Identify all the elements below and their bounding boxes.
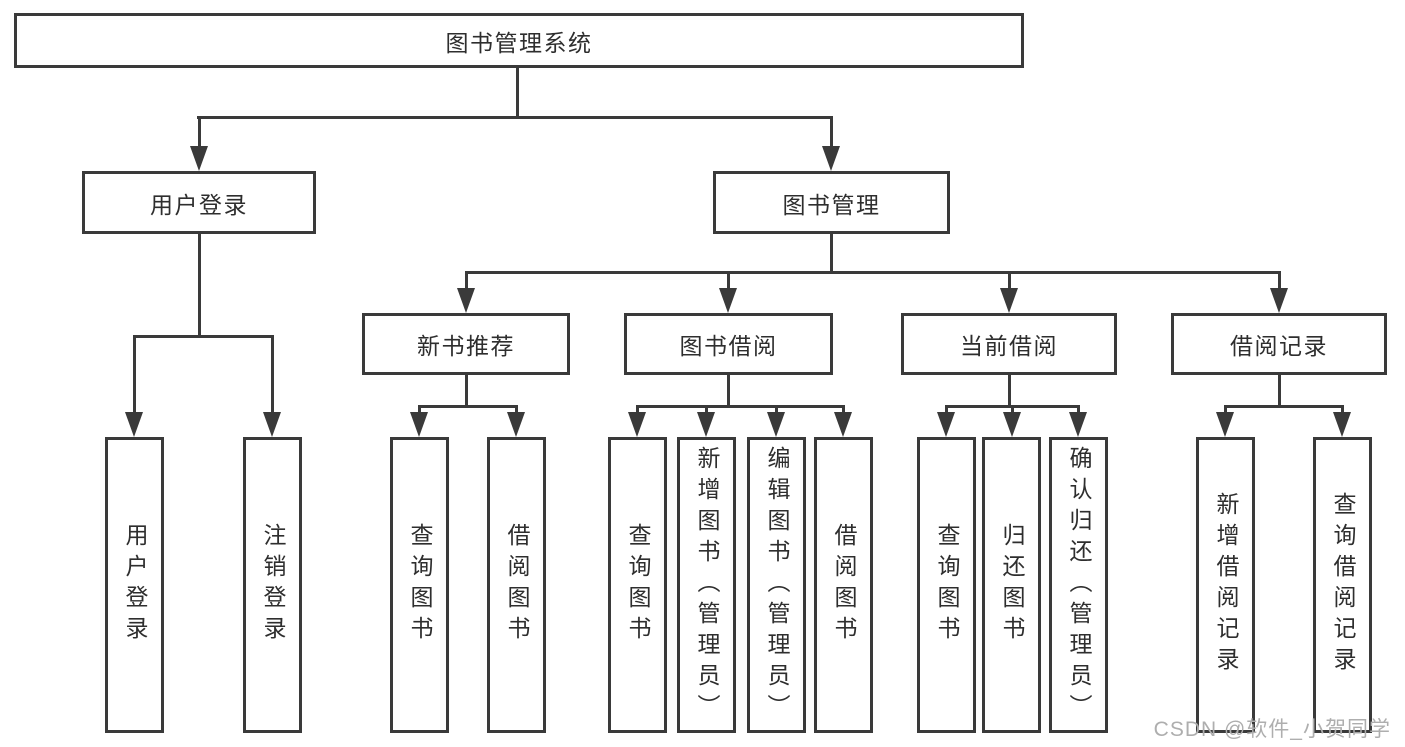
- connector-line: [418, 405, 518, 408]
- connector-line: [133, 335, 274, 338]
- connector-line: [1341, 405, 1344, 417]
- node-user-login-leaf: 用户登录: [105, 437, 164, 733]
- arrowhead-icon: [719, 288, 737, 313]
- csdn-watermark: CSDN @软件_小贺同学: [1153, 718, 1391, 741]
- arrowhead-icon: [1003, 412, 1021, 437]
- arrowhead-icon: [628, 412, 646, 437]
- node-borrow-records: 借阅记录: [1171, 313, 1387, 375]
- arrowhead-icon: [190, 146, 208, 171]
- arrowhead-icon: [697, 412, 715, 437]
- node-br-query-record: 查询借阅记录: [1313, 437, 1372, 733]
- node-new-book-recommend: 新书推荐: [362, 313, 570, 375]
- connector-line: [1278, 271, 1281, 293]
- connector-line: [636, 405, 845, 408]
- connector-line: [636, 405, 639, 417]
- connector-line: [271, 335, 274, 419]
- connector-line: [727, 375, 730, 408]
- arrowhead-icon: [1216, 412, 1234, 437]
- node-book-borrowing: 图书借阅: [624, 313, 833, 375]
- arrowhead-icon: [125, 412, 143, 437]
- connector-line: [465, 375, 468, 408]
- connector-line: [1011, 405, 1014, 417]
- node-logout: 注销登录: [243, 437, 302, 733]
- arrowhead-icon: [410, 412, 428, 437]
- connector-line: [1278, 375, 1281, 408]
- arrowhead-icon: [263, 412, 281, 437]
- node-nb-borrow-books: 借阅图书: [487, 437, 546, 733]
- connector-line: [775, 405, 778, 417]
- arrowhead-icon: [507, 412, 525, 437]
- node-root: 图书管理系统: [14, 13, 1024, 68]
- connector-line: [198, 116, 201, 154]
- connector-line: [1224, 405, 1344, 408]
- connector-line: [418, 405, 421, 417]
- arrowhead-icon: [1000, 288, 1018, 313]
- connector-line: [945, 405, 948, 417]
- connector-line: [842, 405, 845, 417]
- connector-line: [197, 116, 833, 119]
- arrowhead-icon: [457, 288, 475, 313]
- arrowhead-icon: [834, 412, 852, 437]
- node-cb-query-books: 查询图书: [917, 437, 976, 733]
- node-bb-query-books: 查询图书: [608, 437, 667, 733]
- arrowhead-icon: [822, 146, 840, 171]
- arrowhead-icon: [1333, 412, 1351, 437]
- node-cb-confirm-return-admin: 确认归还（管理员）: [1049, 437, 1108, 733]
- connector-line: [516, 68, 519, 118]
- node-cb-return-books: 归还图书: [982, 437, 1041, 733]
- node-book-management: 图书管理: [713, 171, 950, 234]
- connector-line: [1008, 375, 1011, 408]
- node-bb-add-books-admin: 新增图书（管理员）: [677, 437, 736, 733]
- node-br-add-record: 新增借阅记录: [1196, 437, 1255, 733]
- connector-line: [727, 271, 730, 293]
- node-user-login: 用户登录: [82, 171, 316, 234]
- connector-line: [830, 116, 833, 154]
- connector-line: [515, 405, 518, 417]
- connector-line: [465, 271, 468, 293]
- connector-line: [1008, 271, 1011, 293]
- connector-line: [465, 271, 1281, 274]
- connector-line: [133, 335, 136, 419]
- node-current-borrowing: 当前借阅: [901, 313, 1117, 375]
- arrowhead-icon: [1270, 288, 1288, 313]
- arrowhead-icon: [937, 412, 955, 437]
- arrowhead-icon: [1069, 412, 1087, 437]
- node-nb-query-books: 查询图书: [390, 437, 449, 733]
- connector-line: [1077, 405, 1080, 417]
- node-bb-borrow-books: 借阅图书: [814, 437, 873, 733]
- connector-line: [1224, 405, 1227, 417]
- node-bb-edit-books-admin: 编辑图书（管理员）: [747, 437, 806, 733]
- arrowhead-icon: [767, 412, 785, 437]
- connector-line: [830, 234, 833, 274]
- connector-line: [705, 405, 708, 417]
- connector-line: [198, 234, 201, 337]
